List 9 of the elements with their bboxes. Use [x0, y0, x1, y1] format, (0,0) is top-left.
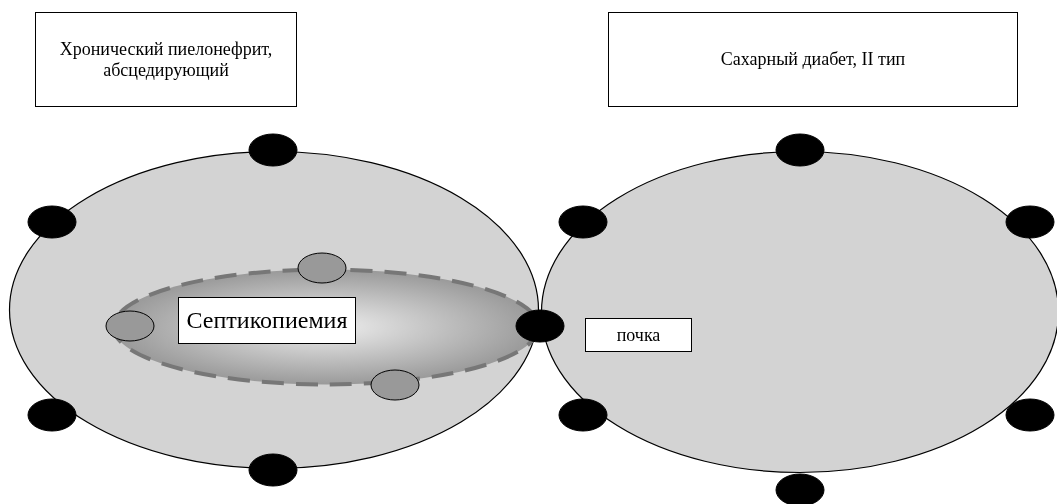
text-box: [585, 318, 692, 352]
text-box: [178, 297, 356, 344]
box-label: Хронический пиелонефрит, абсцедирующий: [58, 38, 274, 81]
text-box: [35, 12, 297, 107]
box-label: Септикопиемия: [185, 307, 349, 334]
ellipse: [8, 150, 540, 470]
box-label: почка: [615, 324, 662, 346]
text-box: [608, 12, 1018, 107]
box-label: Сахарный диабет, II тип: [719, 49, 907, 70]
